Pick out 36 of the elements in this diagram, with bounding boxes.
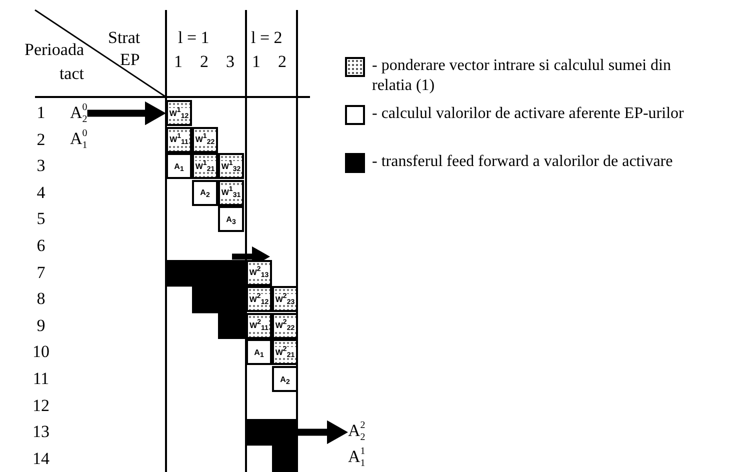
legend-text: - calculul valorilor de activare aferente EP-urilor [372, 104, 685, 124]
row-number: 5 [36, 209, 46, 230]
transfer-block [166, 260, 245, 340]
task-cell: A$_{3}$ [218, 206, 244, 232]
column-number: 2 [278, 52, 286, 72]
row-number: 11 [32, 369, 50, 389]
arrow [87, 101, 166, 126]
column-number: 1 [252, 52, 260, 72]
row-number: 10 [32, 342, 50, 362]
row-number: 4 [36, 182, 46, 203]
row-number: 14 [32, 448, 50, 469]
header-label: EP [120, 50, 140, 70]
arrow [297, 420, 348, 444]
row-number: 6 [36, 236, 46, 256]
row-number: 1 [36, 103, 46, 123]
column-number: 3 [226, 52, 234, 72]
legend-text: - ponderare vector intrare si calculul sumei din relatia (1) [372, 56, 672, 96]
header-label: l = 1 [178, 28, 210, 48]
header-label: Perioada tact [24, 39, 84, 85]
task-cell: A$_{2}$ [272, 366, 298, 392]
row-number: 7 [36, 262, 46, 283]
row-number: 12 [32, 396, 50, 416]
row-number: 9 [36, 316, 46, 336]
row-number: 2 [36, 130, 46, 150]
row-number: 13 [32, 422, 50, 442]
transfer-block [247, 419, 297, 472]
task-cell: A$_{1}$ [166, 153, 192, 180]
header-label: Strat [108, 28, 140, 48]
column-number: 2 [200, 52, 208, 72]
legend-text: - transferul feed forward a valorilor de activare [372, 152, 674, 172]
row-number: 8 [36, 289, 46, 310]
row-number: 3 [36, 156, 46, 176]
column-number: 1 [174, 52, 182, 72]
task-cell: A$_{2}$ [192, 180, 218, 206]
task-cell: A$_{1}$ [246, 339, 272, 366]
header-label: l = 2 [251, 28, 282, 48]
